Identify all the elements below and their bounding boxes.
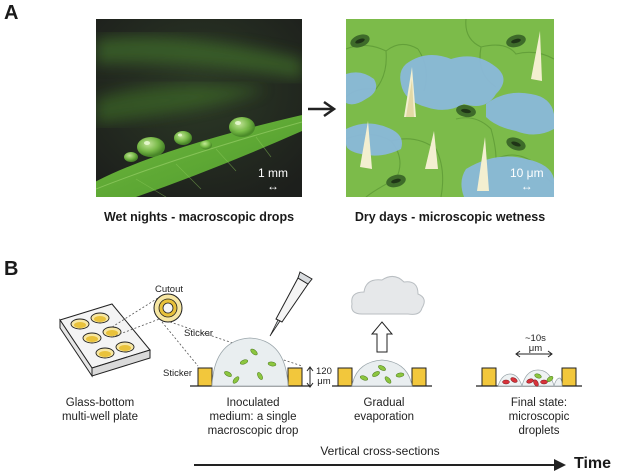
water-patch-4 xyxy=(346,123,402,156)
evaporation-arrow-icon xyxy=(370,321,394,353)
label-inoculated-line1: Inoculated xyxy=(226,397,280,409)
label-evaporation-line1: Gradual xyxy=(363,397,405,409)
label-inoculated: Inoculated medium: a single macroscopic … xyxy=(198,396,308,438)
leaf-drops-image xyxy=(96,19,302,197)
label-evaporation: Gradual evaporation xyxy=(334,396,434,424)
label-final: Final state: microscopic droplets xyxy=(484,396,594,438)
caption-wet-nights: Wet nights - macroscopic drops xyxy=(103,210,295,224)
sticker-block-3b xyxy=(561,367,577,387)
label-inoculated-line3: macroscopic drop xyxy=(207,425,299,437)
drop-large-right xyxy=(229,117,255,137)
cross-section-stages xyxy=(161,271,582,388)
time-label: Time xyxy=(574,455,612,472)
sticker-label-left: Sticker xyxy=(163,368,193,379)
drop-large-left xyxy=(137,137,165,157)
drop-medium xyxy=(174,131,192,145)
sticker-block-2a xyxy=(337,367,353,387)
scale-arrow-1mm: ↔ xyxy=(267,179,279,193)
pipette-icon xyxy=(269,271,313,337)
sticker-block-1a xyxy=(197,367,213,387)
sticker-label-top: Sticker xyxy=(184,328,214,339)
blurred-leaf-middle xyxy=(96,85,266,124)
sticker-block-3a xyxy=(481,367,497,387)
right-arrow-icon xyxy=(308,100,337,118)
scale-label-1mm: 1 mm xyxy=(258,166,288,180)
main-leaf xyxy=(96,115,302,197)
cross-sections-label: Vertical cross-sections xyxy=(320,444,440,458)
scale-arrow-10um: ↔ xyxy=(520,179,533,193)
drop-small-left xyxy=(124,152,138,162)
bacteria-stage1 xyxy=(224,348,277,384)
height-unit-label: μm xyxy=(317,376,331,387)
drop-small xyxy=(200,140,212,150)
cloud-icon xyxy=(351,276,425,315)
height-value-label: 120 xyxy=(316,366,332,377)
droplet-size-label: ~10s xyxy=(525,333,546,344)
label-final-line3: droplets xyxy=(518,425,560,437)
label-final-line1: Final state: xyxy=(510,397,568,409)
panel-a-letter: A xyxy=(4,2,19,24)
water-patch-1 xyxy=(400,55,504,110)
caption-dry-days: Dry days - microscopic wetness xyxy=(354,210,546,224)
label-plate-line2: multi-well plate xyxy=(61,411,139,423)
label-inoculated-line2: medium: a single xyxy=(209,411,297,423)
label-plate-line1: Glass-bottom xyxy=(65,397,135,409)
label-plate: Glass-bottom multi-well plate xyxy=(40,396,160,424)
multi-well-plate-diagram xyxy=(59,293,183,378)
microscopic-wetness-image xyxy=(346,19,554,197)
label-evaporation-line2: evaporation xyxy=(353,411,415,423)
bacteria-stage3 xyxy=(502,373,554,387)
droplet-unit-label: μm xyxy=(528,343,543,354)
scale-label-10um: 10 μm xyxy=(510,166,544,180)
bacteria-stage2 xyxy=(359,365,405,384)
cutout-label: Cutout xyxy=(155,284,183,295)
blurred-leaf-top xyxy=(96,36,302,79)
water-patch-3 xyxy=(486,92,554,135)
trichomes xyxy=(360,31,542,191)
label-final-line2: microscopic xyxy=(508,411,570,423)
macroscopic-drop xyxy=(211,337,289,387)
panel-b-letter: B xyxy=(4,258,19,280)
sticker-block-2b xyxy=(411,367,427,387)
sticker-block-1b xyxy=(287,367,303,387)
time-arrow xyxy=(194,459,566,471)
water-patch-2 xyxy=(346,72,377,105)
stomata xyxy=(350,34,526,188)
